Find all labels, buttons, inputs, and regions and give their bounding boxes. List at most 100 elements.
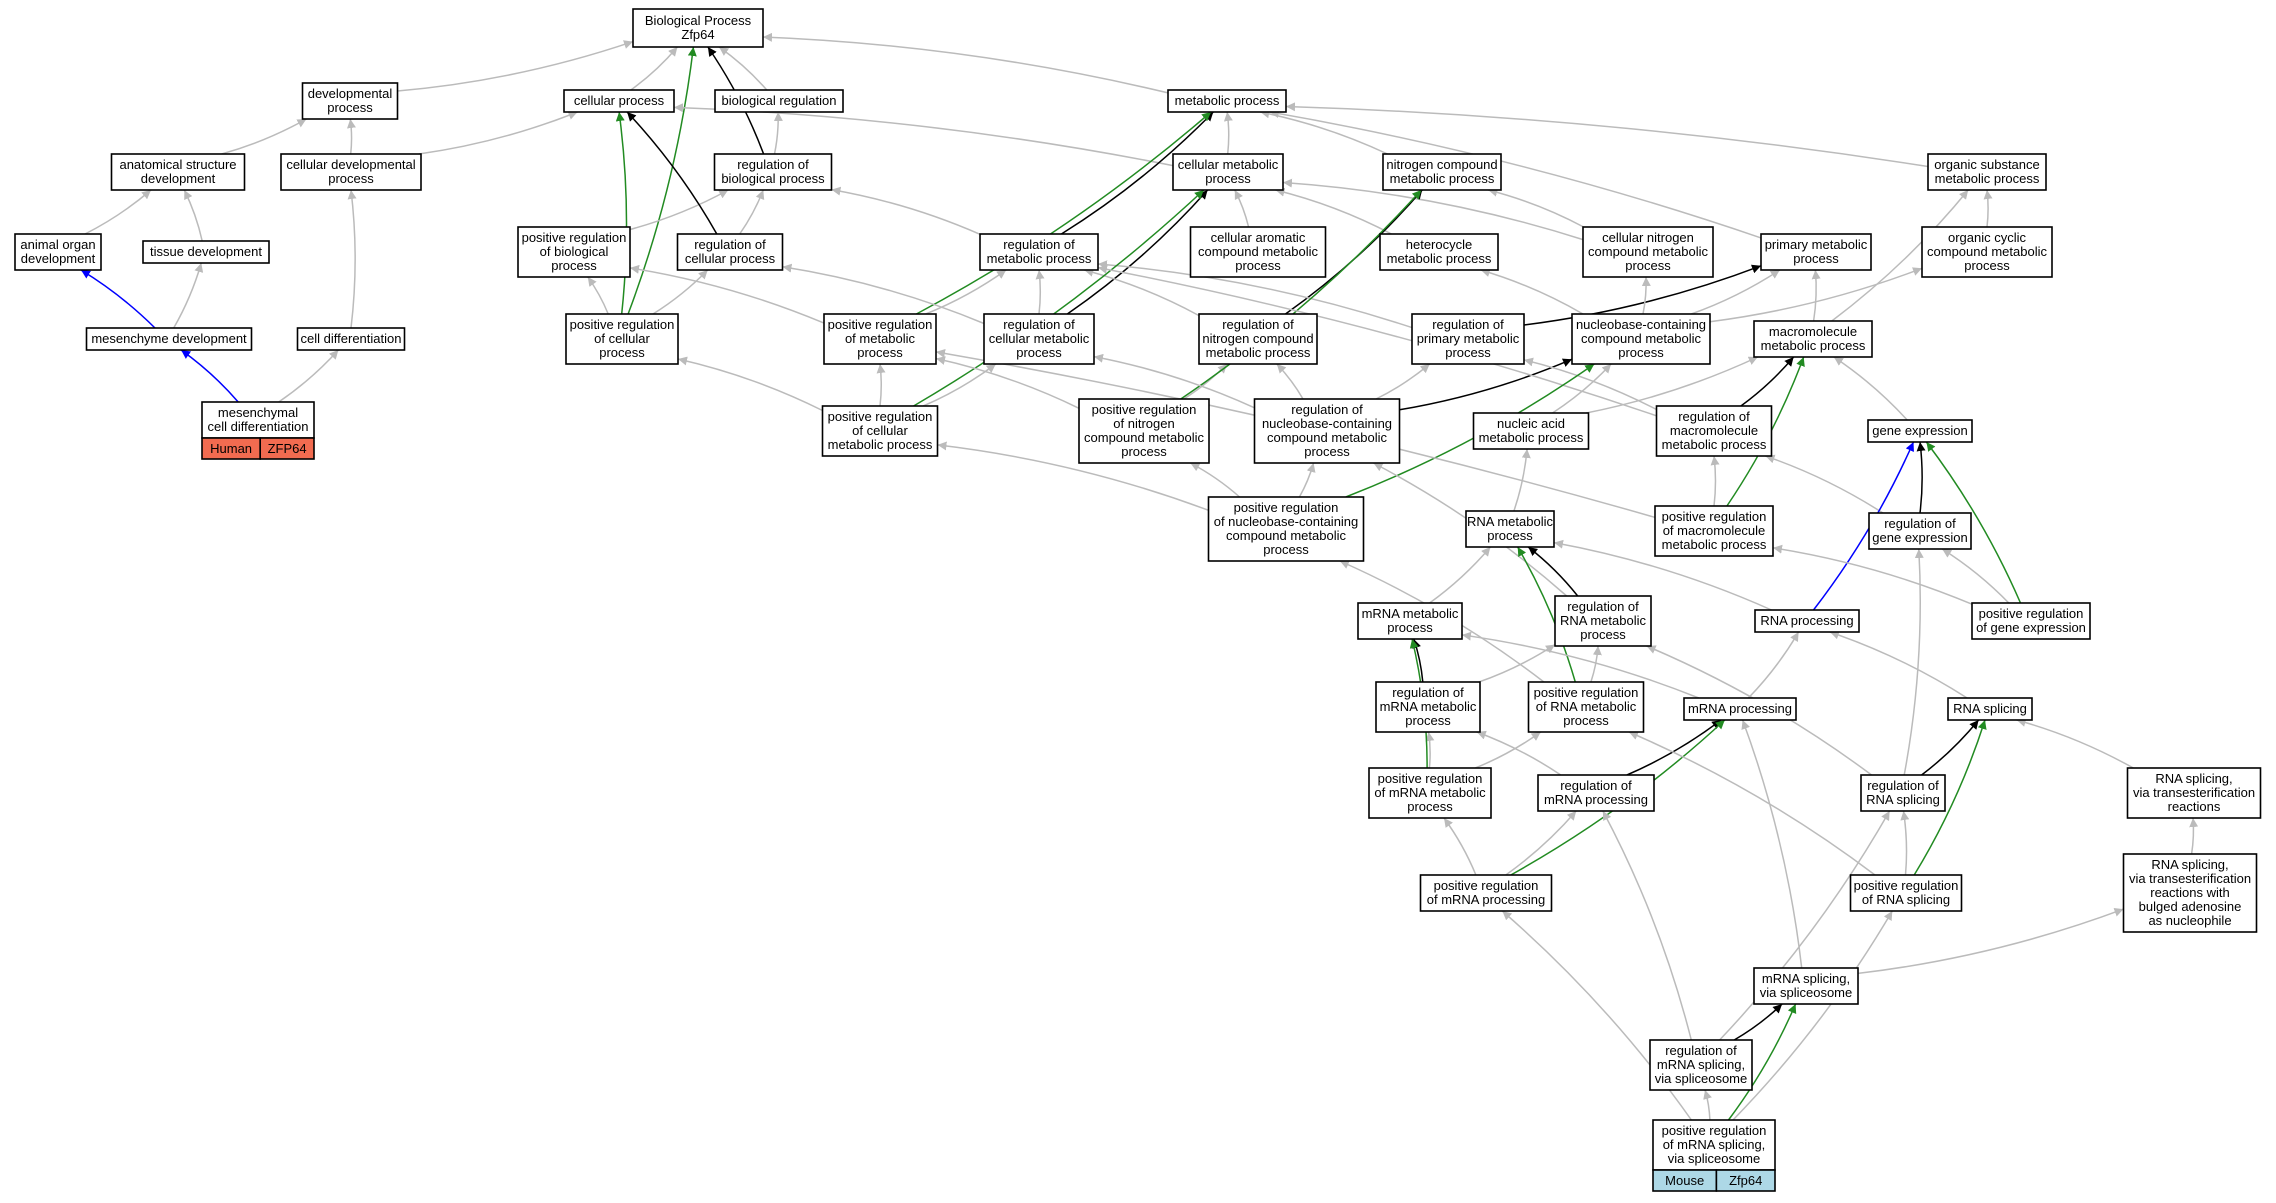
node-label-line: regulation of xyxy=(737,157,809,172)
node-label-line: bulged adenosine xyxy=(2139,899,2242,914)
edge-spliceosome-to-bulged xyxy=(1857,908,2124,975)
node-label-line: regulation of xyxy=(1867,778,1939,793)
node-label-line: RNA splicing, xyxy=(2151,857,2228,872)
node-label-line: mRNA splicing, xyxy=(1762,971,1850,986)
node-label-line: developmental xyxy=(308,86,393,101)
go-term-node-geneexp[interactable]: gene expression xyxy=(1867,419,1973,443)
go-term-node-metab[interactable]: metabolic process xyxy=(1167,89,1287,113)
node-label-line: cellular process xyxy=(685,251,776,266)
go-term-node-bulged[interactable]: RNA splicing,via transesterificationreac… xyxy=(2122,853,2258,933)
node-label-line: mRNA metabolic xyxy=(1362,606,1459,621)
node-box xyxy=(1419,874,1553,912)
node-label-line: reactions with xyxy=(2150,885,2229,900)
node-label-line: regulation of xyxy=(1291,402,1363,417)
node-label-line: reactions xyxy=(2168,799,2221,814)
node-label-line: cellular aromatic xyxy=(1211,230,1306,245)
edge-posnit-to-nitro xyxy=(1180,189,1422,400)
node-box xyxy=(1554,595,1652,647)
go-term-node-biorg[interactable]: biological regulation xyxy=(714,89,844,113)
edge-macro-to-primary xyxy=(1811,269,1821,322)
node-label-line: metabolic process xyxy=(1206,345,1311,360)
node-label-line: process xyxy=(1304,444,1350,459)
edge-regcellmet-to-regcell xyxy=(782,263,985,325)
node-box xyxy=(1921,226,2053,278)
edge-regmet-to-regbio xyxy=(831,186,981,235)
go-term-node-celldiff[interactable]: cell differentiation xyxy=(296,327,406,351)
go-term-node-cellp[interactable]: cellular process xyxy=(563,89,675,113)
node-label-line: of cellular xyxy=(852,423,908,438)
go-term-node-spliceosome[interactable]: mRNA splicing,via spliceosome xyxy=(1753,967,1859,1005)
edge-posmrnaproc-to-regmrnaproc xyxy=(1505,810,1577,876)
node-label-line: animal organ xyxy=(20,237,95,252)
go-term-node-transest[interactable]: RNA splicing,via transesterificationreac… xyxy=(2126,767,2262,819)
node-box xyxy=(1527,681,1645,733)
annotation-gene-cell xyxy=(259,437,315,460)
edge-posnuc-to-posnit xyxy=(1190,462,1241,498)
node-label-line: metabolic process xyxy=(1390,171,1495,186)
go-term-node-mrnaproc[interactable]: mRNA processing xyxy=(1683,697,1797,721)
node-box xyxy=(1537,774,1655,812)
go-term-node-tissue[interactable]: tissue development xyxy=(142,240,270,264)
node-label-line: metabolic process xyxy=(1662,437,1767,452)
node-label-line: process xyxy=(1205,171,1251,186)
node-label-line: regulation of xyxy=(1003,237,1075,252)
node-label-line: positive regulation xyxy=(1234,500,1339,515)
edge-mrnaproc-to-mrnamet xyxy=(1461,631,1700,699)
node-label-line: regulation of xyxy=(1392,685,1464,700)
go-term-node-rnasplice[interactable]: RNA splicing xyxy=(1947,697,2033,721)
go-term-node-regnuc[interactable]: regulation ofnucleobase-containingcompou… xyxy=(1253,398,1401,464)
go-term-node-rnaproc[interactable]: RNA processing xyxy=(1754,609,1860,633)
node-label-line: tissue development xyxy=(150,244,262,259)
node-label-line: positive regulation xyxy=(1434,878,1539,893)
edge-nitro-to-metab xyxy=(1260,109,1388,155)
edge-primary-to-metab xyxy=(1269,109,1762,239)
go-term-node-mesdev[interactable]: mesenchyme development xyxy=(85,327,253,351)
node-label-line: cellular metabolic xyxy=(989,331,1090,346)
